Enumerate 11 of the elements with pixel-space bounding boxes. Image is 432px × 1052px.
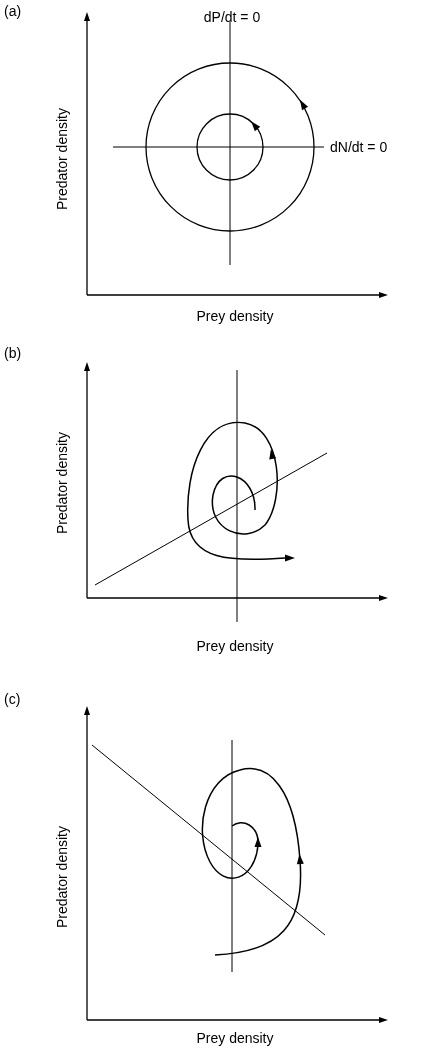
- isocline-label: dP/dt = 0: [202, 8, 262, 26]
- panel-letter: (c): [4, 690, 22, 708]
- axis-label: Prey density: [195, 637, 275, 655]
- panel-letter: (b): [4, 344, 23, 362]
- axis-label: Prey density: [195, 307, 275, 325]
- panel-letter: (a): [4, 2, 23, 20]
- axis-label: Predator density: [53, 825, 71, 930]
- isocline-label: dN/dt = 0: [330, 138, 389, 156]
- axis-label: Predator density: [53, 431, 71, 536]
- axis-label: Predator density: [53, 107, 71, 212]
- axis-label: Prey density: [195, 1029, 275, 1047]
